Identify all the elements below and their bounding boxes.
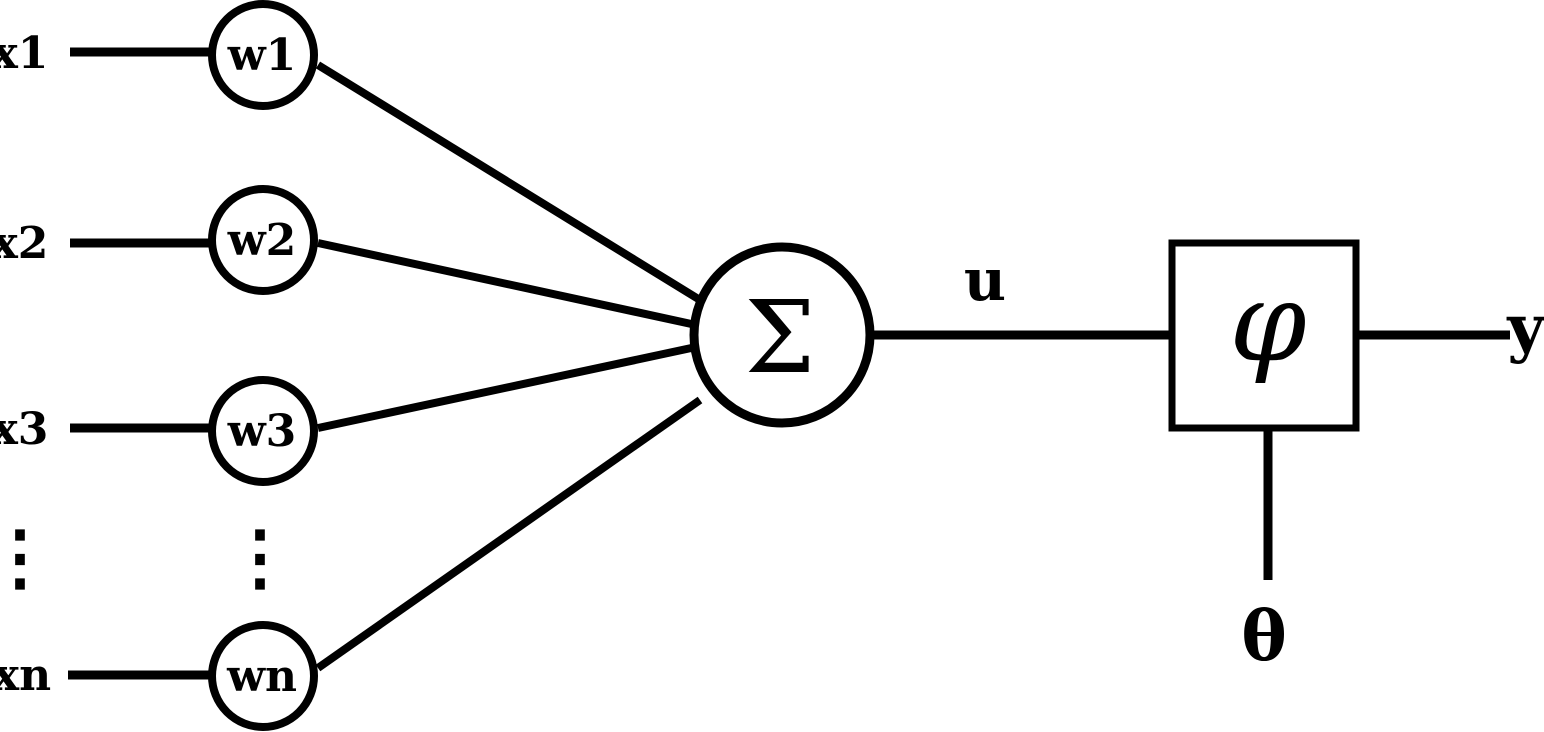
connection-n	[315, 396, 703, 672]
activation-symbol: φ	[1229, 258, 1306, 386]
input-label-1: x1	[0, 28, 48, 79]
net-input-label: u	[964, 246, 1006, 314]
input-label-n: xn	[0, 650, 51, 701]
summation-symbol: Σ	[745, 279, 816, 396]
weight-ellipsis: ⋮	[224, 514, 296, 599]
weight-node-3	[208, 376, 318, 486]
output-label: y	[1506, 291, 1544, 366]
input-label-2: x2	[0, 218, 48, 269]
input-ellipsis: ⋮	[0, 514, 56, 599]
connection-2	[317, 239, 697, 329]
weight-label-1: w1	[227, 30, 297, 81]
weight-node-1	[208, 0, 318, 110]
input-labels: x1 x2 x3 xn	[0, 28, 51, 701]
input-lines	[68, 47, 210, 680]
input-label-3: x3	[0, 404, 48, 455]
threshold-label: θ	[1241, 597, 1286, 677]
weight-label-2: w2	[227, 215, 297, 266]
weight-node-2	[208, 185, 318, 295]
weight-nodes	[208, 0, 318, 731]
weight-labels: w1 w2 w3 wn	[226, 30, 297, 702]
connection-1	[315, 61, 703, 304]
connection-3	[317, 343, 697, 432]
weight-label-3: w3	[227, 406, 297, 457]
weight-node-n	[208, 621, 318, 731]
weight-label-n: wn	[226, 651, 297, 702]
weighted-connections	[315, 61, 703, 672]
